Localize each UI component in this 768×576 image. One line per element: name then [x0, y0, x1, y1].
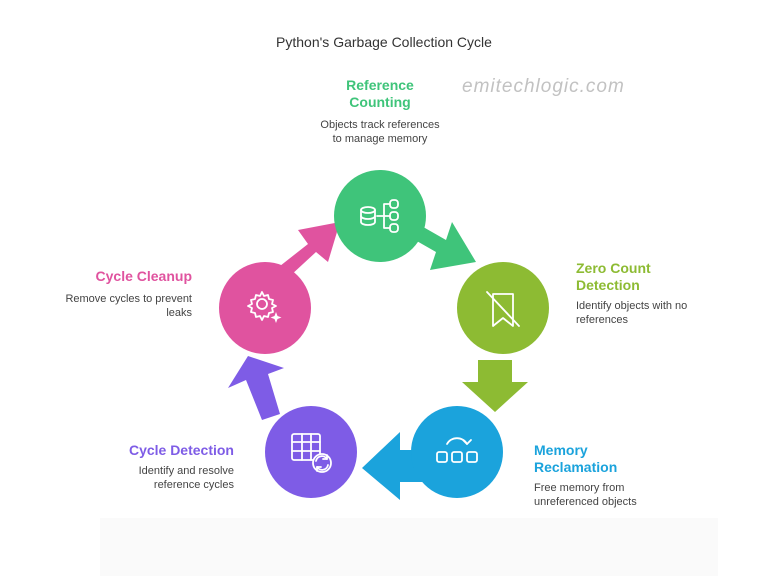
arrow-detection-to-cleanup: [228, 356, 284, 420]
desc-line: leaks: [166, 307, 192, 319]
step-desc-zero-count-detection: Identify objects with no references: [576, 299, 726, 327]
desc-line: references: [576, 314, 628, 326]
desc-line: Free memory from: [534, 482, 625, 494]
desc-line: Identify objects with no: [576, 300, 688, 312]
step-desc-cycle-cleanup: Remove cycles to prevent leaks: [42, 292, 192, 320]
step-heading-cycle-detection: Cycle Detection: [84, 442, 234, 459]
heading-line: Detection: [576, 277, 640, 293]
arrow-zero-to-reclamation: [462, 360, 528, 412]
heading-line: Memory: [534, 442, 588, 458]
watermark: emitechlogic.com: [462, 76, 625, 97]
desc-line: unreferenced objects: [534, 496, 637, 508]
bookmark-slash-icon: [486, 291, 520, 327]
step-heading-zero-count-detection: Zero Count Detection: [576, 260, 726, 294]
desc-line: Remove cycles to prevent: [65, 293, 192, 305]
step-desc-memory-reclamation: Free memory from unreferenced objects: [534, 481, 684, 509]
heading-line: Reference: [346, 77, 414, 93]
arrow-counting-to-zero: [408, 222, 476, 270]
recycle-blocks-icon: [436, 437, 478, 463]
desc-line: Objects track references: [320, 119, 440, 131]
step-heading-cycle-cleanup: Cycle Cleanup: [42, 268, 192, 285]
step-desc-cycle-detection: Identify and resolve reference cycles: [84, 464, 234, 492]
gear-sparkle-icon: [247, 291, 282, 323]
heading-line: Counting: [349, 94, 411, 110]
step-heading-memory-reclamation: Memory Reclamation: [534, 442, 684, 476]
heading-line: Zero Count: [576, 260, 651, 276]
desc-line: reference cycles: [153, 479, 234, 491]
arrow-cleanup-to-counting: [280, 222, 340, 276]
heading-line: Cycle Cleanup: [95, 268, 192, 284]
footer-fade: [100, 518, 718, 576]
heading-line: Reclamation: [534, 459, 618, 475]
table-refresh-icon: [291, 433, 332, 473]
desc-line: to manage memory: [332, 133, 428, 145]
page-title: Python's Garbage Collection Cycle: [276, 34, 492, 50]
desc-line: Identify and resolve: [138, 465, 234, 477]
heading-line: Cycle Detection: [128, 442, 234, 458]
arrow-reclamation-to-detection: [362, 432, 425, 500]
step-desc-reference-counting: Objects track references to manage memor…: [300, 118, 460, 146]
database-tree-icon: [360, 199, 399, 233]
step-heading-reference-counting: Reference Counting: [310, 77, 450, 111]
